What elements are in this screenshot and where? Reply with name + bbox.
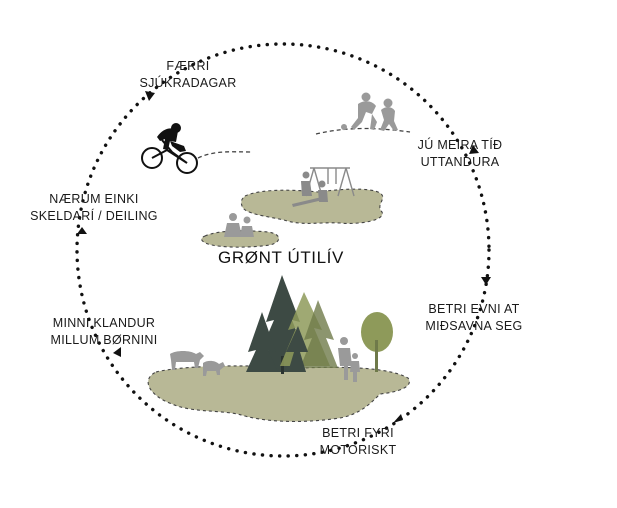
cycle-label-minni-klandur-millum-bornini: MINNI KLANDUR MILLUM BØRNINI (42, 315, 166, 349)
label-line: MILLUM BØRNINI (50, 333, 158, 347)
center-title: GRØNT ÚTILÍV (218, 248, 344, 267)
label-line: JÚ MEIRA TÍÐ (417, 138, 503, 152)
cyclist-trail (197, 151, 253, 159)
forest-ground (147, 365, 410, 423)
playground-island (240, 188, 384, 224)
cycle-label-naerum-einki-skeldari-deiling: NÆRUM EINKI SKELDARÍ / DEILING (24, 191, 164, 225)
seesaw-children-icon (292, 171, 328, 207)
forest-trees-icon (246, 275, 393, 374)
label-line: NÆRUM EINKI (49, 192, 139, 206)
cycle-label-ju-meira-tid-uttandura: JÚ MEIRA TÍÐ UTTANDURA (406, 137, 514, 171)
picnic-island (201, 230, 280, 248)
arrowhead-bottom-right (393, 414, 403, 423)
football-field-trail (315, 127, 411, 135)
label-line: MINNI KLANDUR (52, 316, 156, 330)
arrowhead-bottom-left (113, 347, 121, 357)
label-line: UTTANDURA (420, 155, 500, 169)
family-figures-icon (338, 337, 360, 382)
cycle-label-betri-fyri-motoriskt: BETRI FYRI MOTORISKT (308, 425, 408, 459)
cycle-label-betri-evni-at-midsavna-seg: BETRI EVNI AT MIÐSAVNA SEG (414, 301, 534, 335)
label-line: SJÚKRADAGAR (139, 76, 237, 90)
label-line: BETRI EVNI AT (428, 302, 520, 316)
football-players-icon (341, 92, 398, 131)
cyclist-icon (141, 123, 198, 174)
arrowhead-top-right (469, 145, 479, 154)
label-line: FÆRRI (166, 59, 210, 73)
arrowhead-right (481, 277, 491, 285)
cycle-ring (75, 42, 491, 458)
arrowhead-left (77, 227, 87, 234)
picnic-people-icon (224, 213, 254, 237)
cycle-label-faerri-sjukradagar: FÆRRI SJÚKRADAGAR (138, 58, 238, 92)
label-line: SKELDARÍ / DEILING (30, 209, 158, 223)
label-line: MOTORISKT (319, 443, 397, 457)
cycle-arrowheads (77, 91, 491, 423)
label-line: MIÐSAVNA SEG (425, 319, 523, 333)
arrowhead-top-left (145, 91, 155, 101)
farm-animals-icon (170, 351, 225, 376)
label-line: BETRI FYRI (322, 426, 394, 440)
